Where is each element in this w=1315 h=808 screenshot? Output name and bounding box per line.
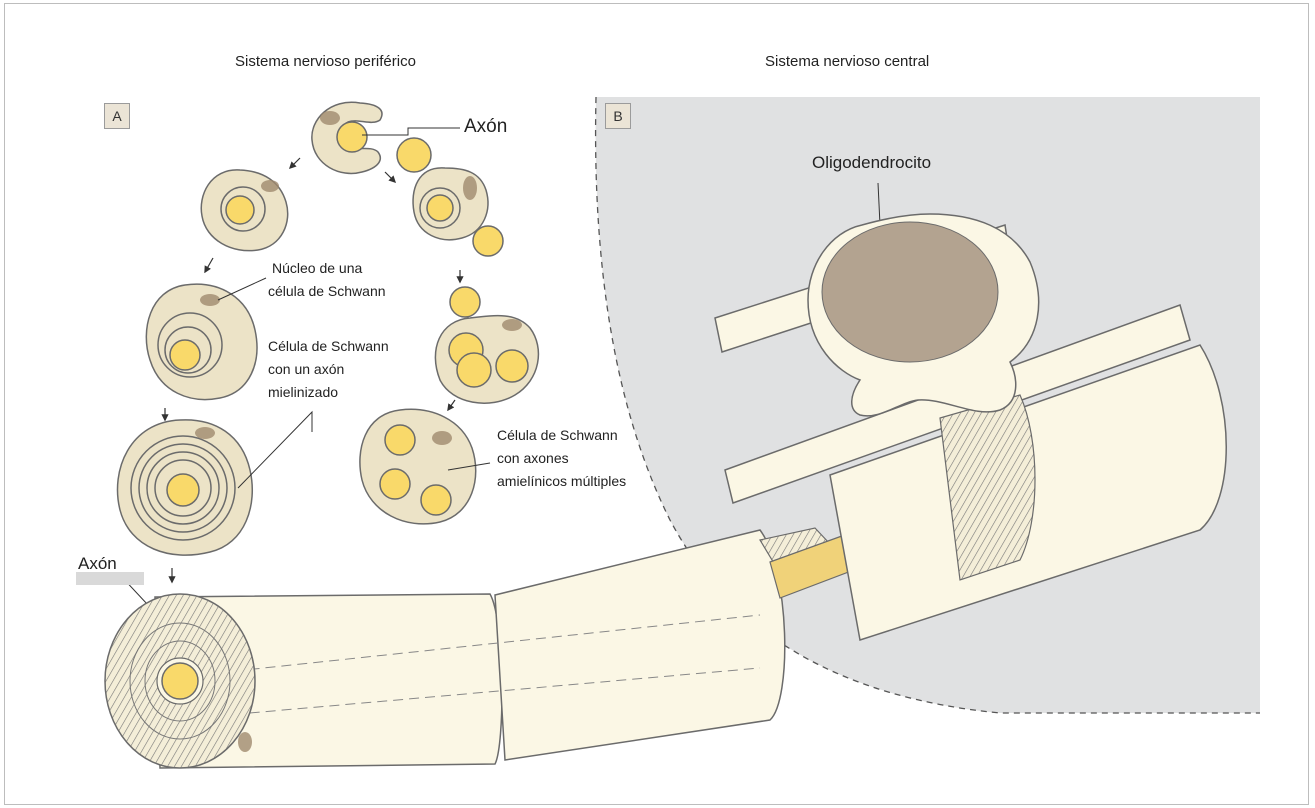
myelinated-label-line3: mielinizado xyxy=(268,383,338,402)
panel-badge-a: A xyxy=(104,103,130,129)
free-axon-2 xyxy=(450,287,480,317)
unmyelinated-label-line3: amielínicos múltiples xyxy=(497,472,626,491)
axon-label-bottom: Axón xyxy=(78,554,117,574)
schwann-cell-step-2 xyxy=(201,170,287,251)
central-title: Sistema nervioso central xyxy=(765,52,929,72)
schwann-cell-right-1 xyxy=(413,168,503,256)
unmyelinated-label-line1: Célula de Schwann xyxy=(497,426,618,445)
unmyelinated-label-line2: con axones xyxy=(497,449,569,468)
panel-badge-b: B xyxy=(605,103,631,129)
peripheral-title: Sistema nervioso periférico xyxy=(235,52,416,72)
schwann-cell-step-4 xyxy=(118,420,253,555)
schwann-cell-right-3 xyxy=(360,409,476,524)
nucleus-label-line2: célula de Schwann xyxy=(268,282,386,301)
schwann-cell-step-3 xyxy=(146,284,257,399)
myelinated-label-line2: con un axón xyxy=(268,360,344,379)
free-axon xyxy=(397,138,431,172)
myelinated-label-line1: Célula de Schwann xyxy=(268,337,389,356)
schwann-cell-right-2 xyxy=(435,316,538,404)
axon-label-top: Axón xyxy=(464,116,507,138)
nucleus-label-line1: Núcleo de una xyxy=(272,259,362,278)
myelin-cross-section xyxy=(105,594,255,768)
oligodendrocyte-label: Oligodendrocito xyxy=(812,153,931,173)
schwann-cell-step-1 xyxy=(312,102,382,173)
